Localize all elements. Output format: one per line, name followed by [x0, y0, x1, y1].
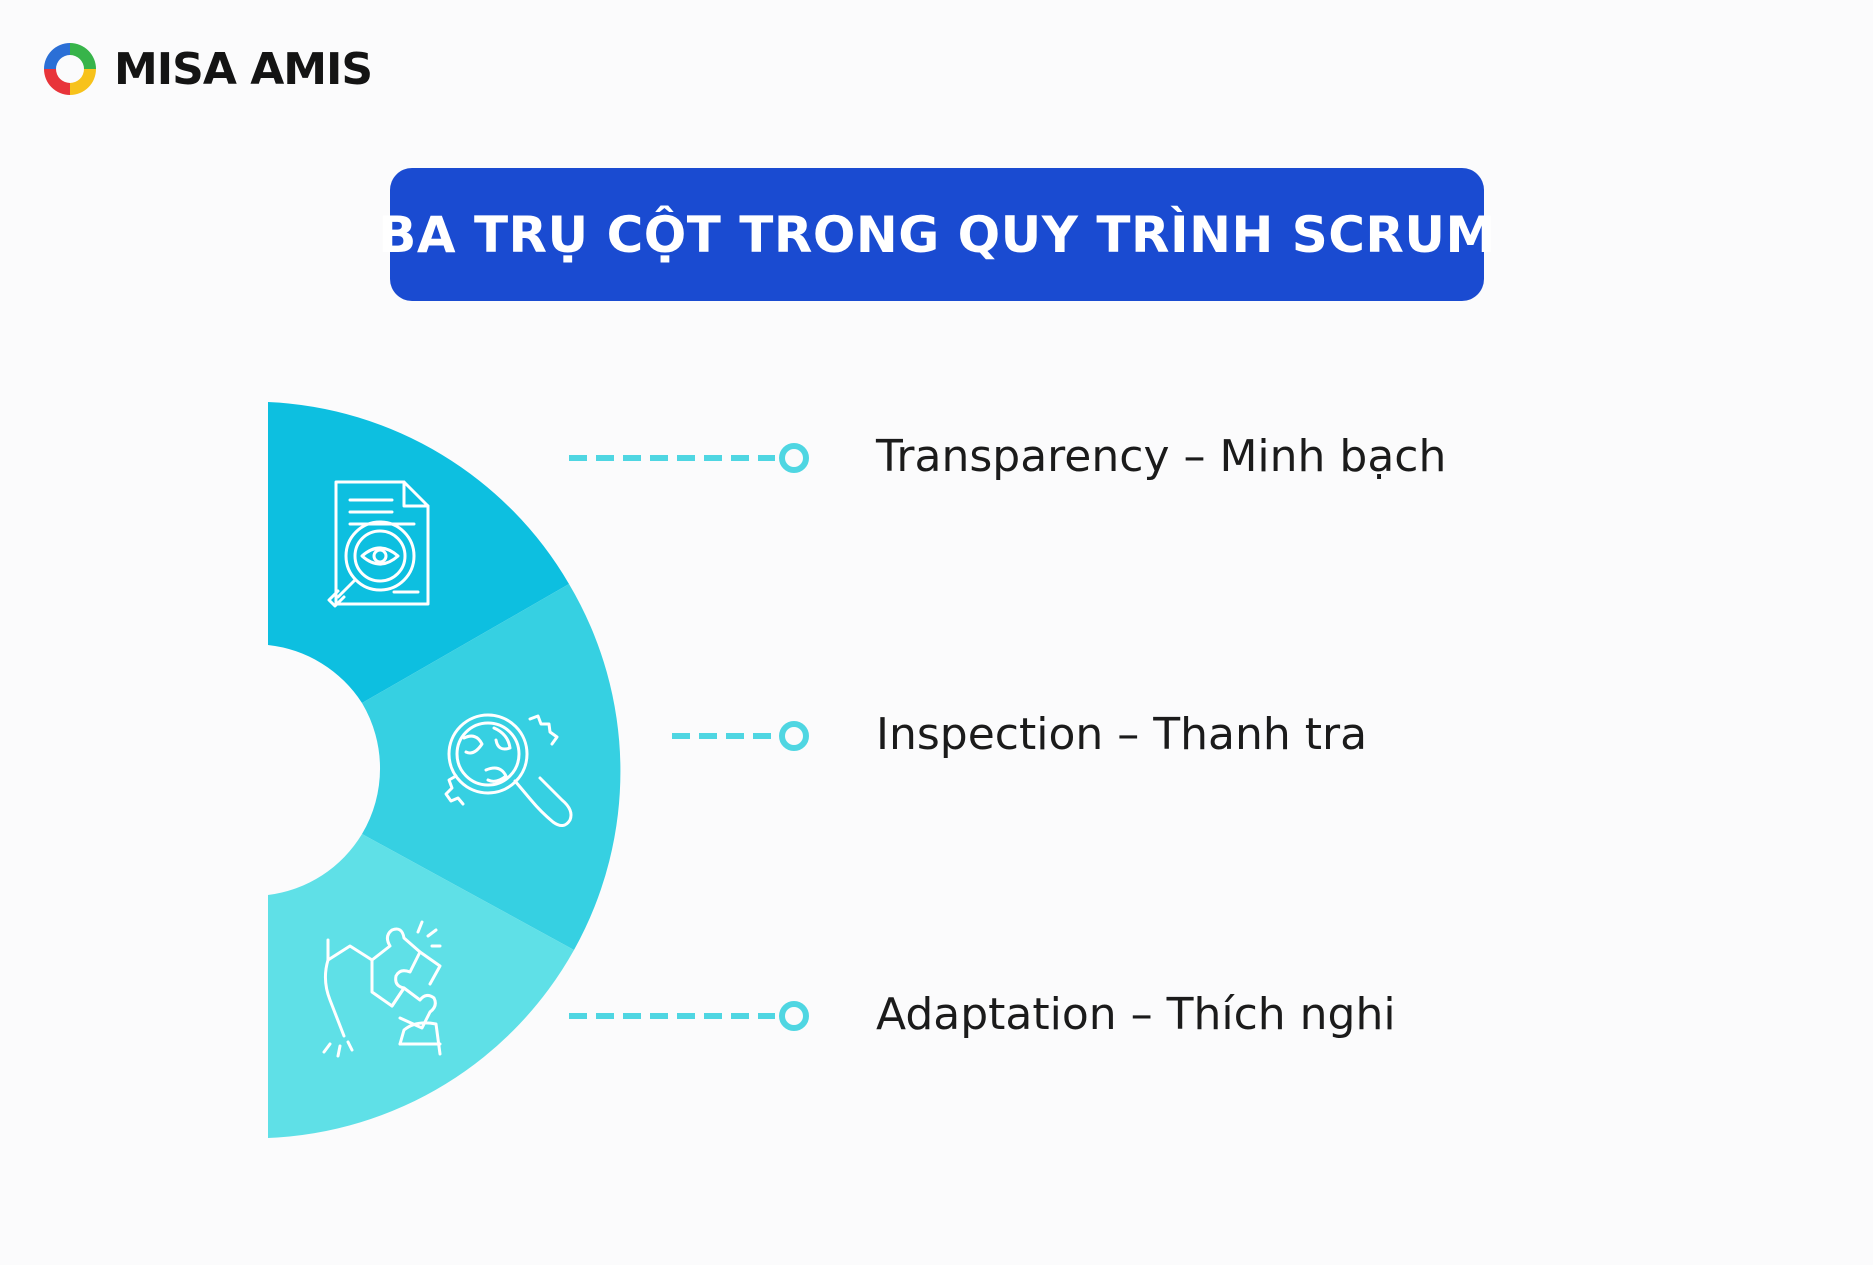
brand-logo: MISA AMIS: [40, 38, 373, 100]
connector-inspection: [672, 721, 809, 751]
pillar-segment-adaptation: [268, 834, 574, 1138]
pillar-label-adaptation: Adaptation – Thích nghi: [876, 989, 1396, 1040]
misa-logo-icon: [44, 43, 96, 95]
title-banner: BA TRỤ CỘT TRONG QUY TRÌNH SCRUM: [378, 168, 1495, 301]
connector-dot-icon: [779, 1001, 809, 1031]
connector-transparency: [569, 443, 809, 473]
pillar-label-inspection: Inspection – Thanh tra: [876, 709, 1368, 760]
hands-puzzle-icon: [322, 920, 442, 1058]
connector-dot-icon: [779, 721, 809, 751]
connector-adaptation: [569, 1001, 809, 1031]
connector-dot-icon: [779, 443, 809, 473]
brand-name: MISA AMIS: [114, 43, 373, 95]
document-eye-icon: [327, 480, 430, 608]
page-title: BA TRỤ CỘT TRONG QUY TRÌNH SCRUM: [378, 205, 1496, 264]
globe-magnifier-gear-icon: [444, 713, 573, 827]
pillar-label-transparency: Transparency – Minh bạch: [876, 431, 1447, 482]
pillar-segment-transparency: [268, 402, 569, 703]
